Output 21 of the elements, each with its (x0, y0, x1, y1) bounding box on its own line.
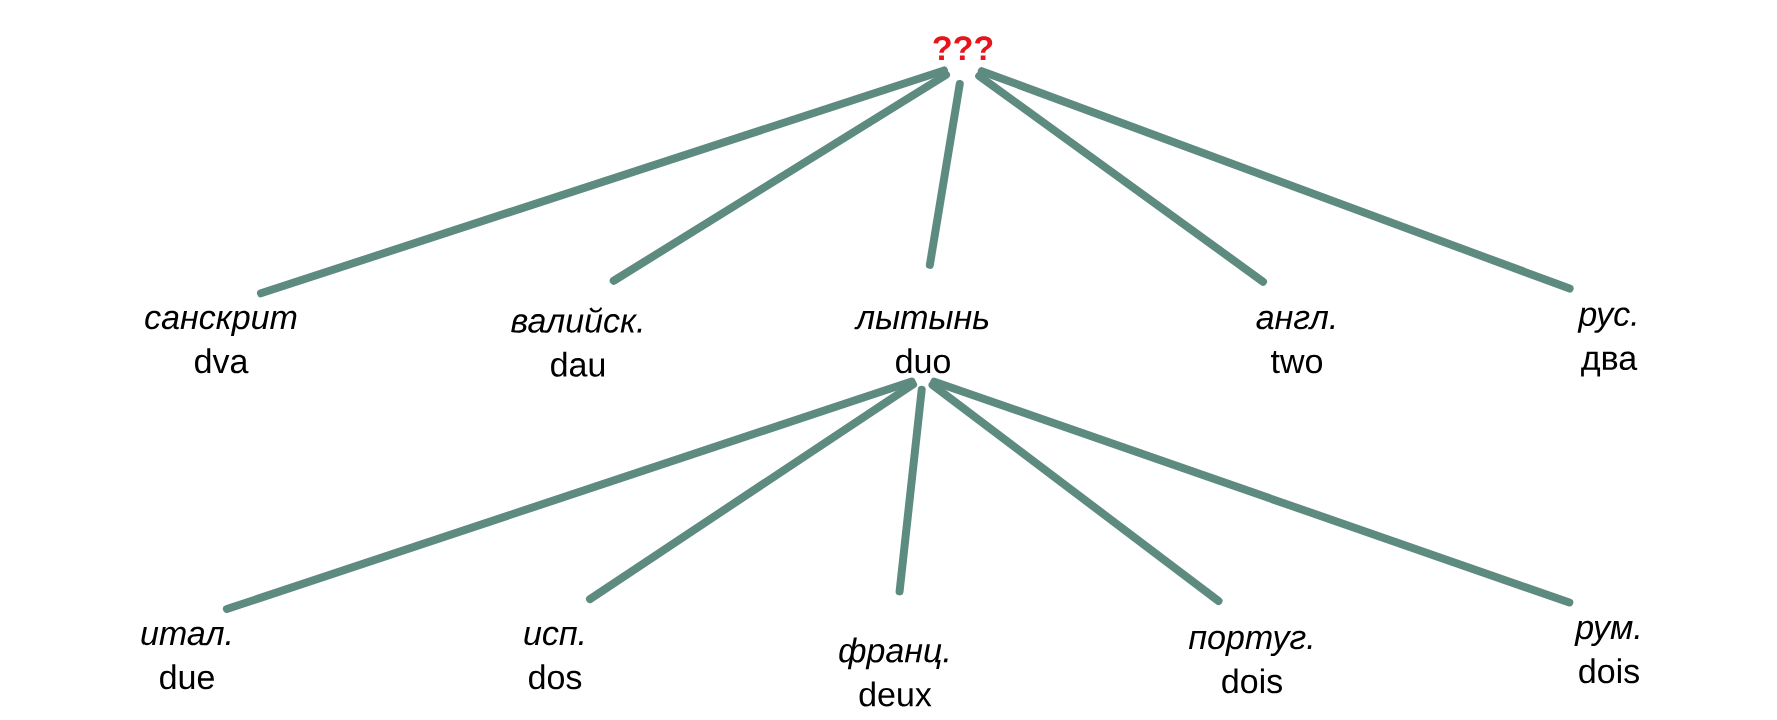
branch-line (930, 377, 1574, 607)
word-label: санскрит dva (145, 310, 297, 374)
word-label: итал. due (141, 626, 230, 690)
branch-line (586, 380, 917, 604)
branch-line (256, 66, 948, 298)
branch-line (925, 80, 964, 269)
word-label: португ. dois (1188, 630, 1312, 694)
word-label: англ. two (1256, 310, 1335, 374)
branch-line (895, 385, 926, 596)
word-label: лытынь duo (854, 310, 989, 374)
word-label: рус. два (1577, 307, 1638, 377)
branch-line (928, 380, 1223, 605)
branch-line (222, 377, 916, 614)
branch-line (977, 67, 1574, 293)
root-word: ??? (933, 36, 993, 60)
word-label: исп. dos (524, 626, 583, 690)
word-label: рум. dois (1574, 620, 1639, 684)
branch-line (609, 70, 950, 285)
word-label: валийск. dau (511, 307, 642, 377)
word-label: франц. deux (839, 637, 948, 707)
branch-line (975, 72, 1267, 286)
